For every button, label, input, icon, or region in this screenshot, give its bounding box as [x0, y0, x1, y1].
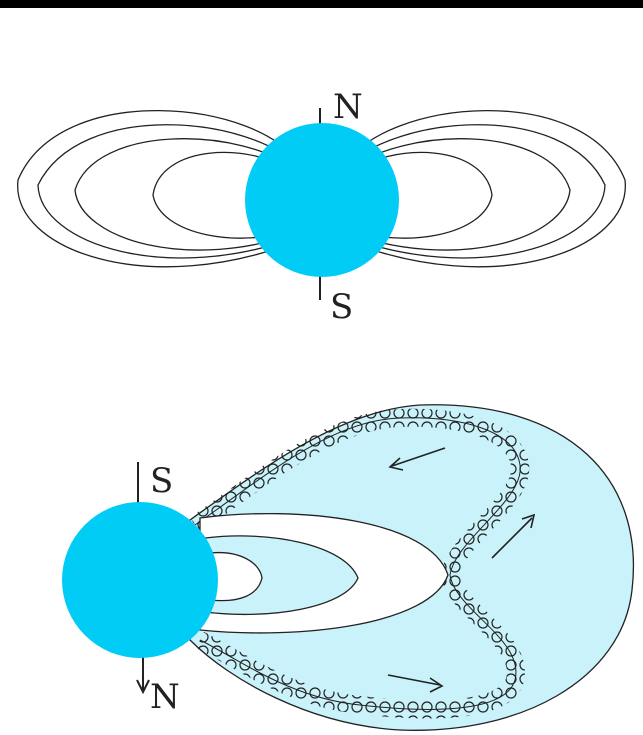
field-line-left-inner [152, 151, 301, 239]
north-pole-label: N [333, 87, 363, 127]
flow-arrows [387, 447, 536, 693]
north-pole-label-bottom: N [150, 677, 180, 717]
arrow-right-up [491, 513, 536, 559]
north-arrow [136, 655, 150, 695]
field-line-left-3 [74, 138, 301, 251]
field-line-left-outer [17, 109, 301, 268]
field-line-right-3 [344, 138, 571, 251]
field-line-right-2 [344, 124, 606, 259]
planet-top [245, 123, 399, 277]
field-line-right-inner [344, 151, 493, 239]
field-line-left-2 [37, 124, 301, 259]
turbulent-boundary-outline [194, 417, 521, 710]
planet-bottom [62, 502, 218, 658]
arrow-lower-right [387, 674, 444, 693]
south-pole-label-bottom: S [150, 461, 173, 501]
arrow-upper-left [388, 447, 446, 471]
magnetosphere-diagram: S N [62, 404, 634, 731]
top-frame-bar [0, 0, 643, 8]
field-line-right-outer [344, 109, 626, 268]
south-pole-label: S [330, 287, 353, 327]
innermost-field-loop [209, 551, 263, 602]
dipole-field-lines [17, 109, 626, 268]
dipole-field-diagram: N S [17, 87, 626, 327]
